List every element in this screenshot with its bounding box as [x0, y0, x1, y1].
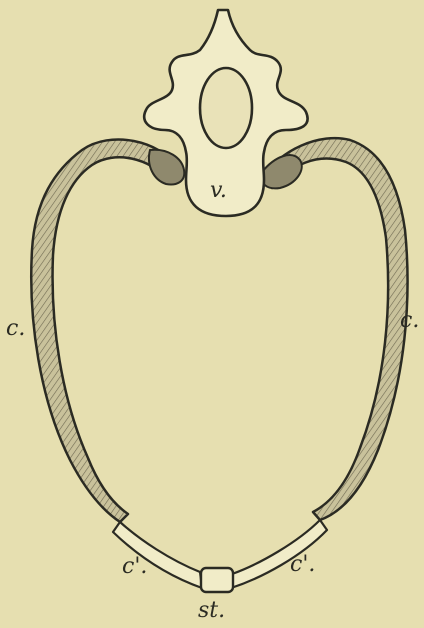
label-rib-right: c. — [400, 310, 419, 332]
label-sternum: st. — [198, 600, 225, 622]
left-rib — [31, 140, 178, 522]
vertebral-foramen — [200, 68, 252, 148]
right-rib — [262, 138, 408, 520]
label-vertebra: v. — [210, 180, 227, 202]
label-rib-left: c. — [6, 318, 25, 340]
right-rib-head — [261, 155, 302, 188]
label-cartilage-right: c'. — [290, 554, 315, 576]
sternum-shape — [201, 568, 233, 592]
label-cartilage-left: c'. — [122, 556, 147, 578]
left-rib-head — [149, 150, 184, 185]
